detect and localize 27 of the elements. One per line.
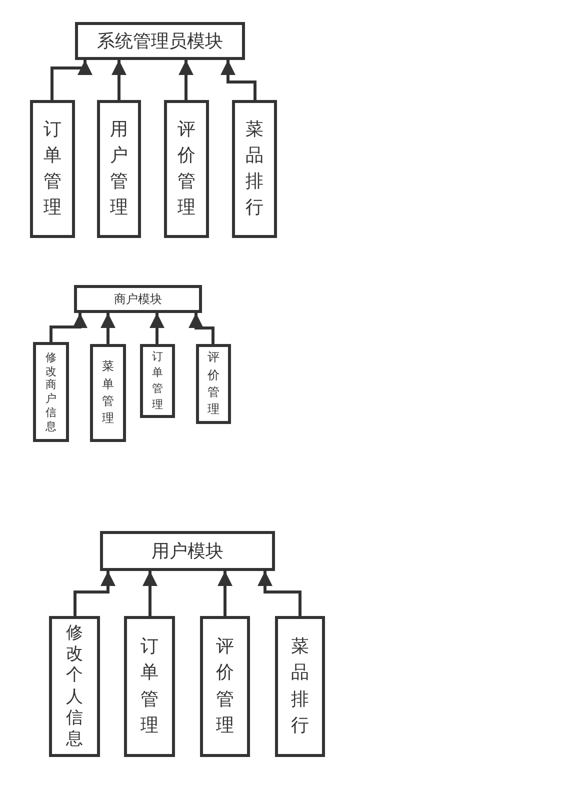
function-box: 订单管理: [140, 344, 175, 418]
function-box: 评价管理: [196, 344, 231, 424]
function-box: 修改个人信息: [49, 616, 100, 757]
arrow: [188, 313, 214, 344]
arrow: [220, 60, 256, 100]
function-box: 评价管理: [200, 616, 250, 757]
function-box: 订单管理: [30, 100, 75, 238]
function-box: 菜单管理: [90, 344, 126, 442]
module-box: 商户模块: [74, 285, 202, 313]
module-box: 系统管理员模块: [75, 22, 245, 60]
module-box: 用户模块: [100, 531, 275, 571]
arrow: [112, 60, 126, 100]
function-box: 菜品排行: [275, 616, 325, 757]
arrow: [100, 313, 116, 344]
function-box: 订单管理: [124, 616, 175, 757]
arrow: [142, 571, 158, 616]
arrow: [178, 60, 194, 100]
arrow: [50, 313, 88, 342]
function-box: 菜品排行: [232, 100, 277, 238]
arrow: [150, 313, 164, 344]
arrow: [258, 571, 302, 616]
function-box: 用户管理: [97, 100, 141, 238]
arrow: [74, 571, 116, 616]
function-box: 修改商户信息: [33, 342, 69, 442]
arrow: [50, 60, 92, 100]
function-box: 评价管理: [164, 100, 209, 238]
arrow: [218, 571, 232, 616]
